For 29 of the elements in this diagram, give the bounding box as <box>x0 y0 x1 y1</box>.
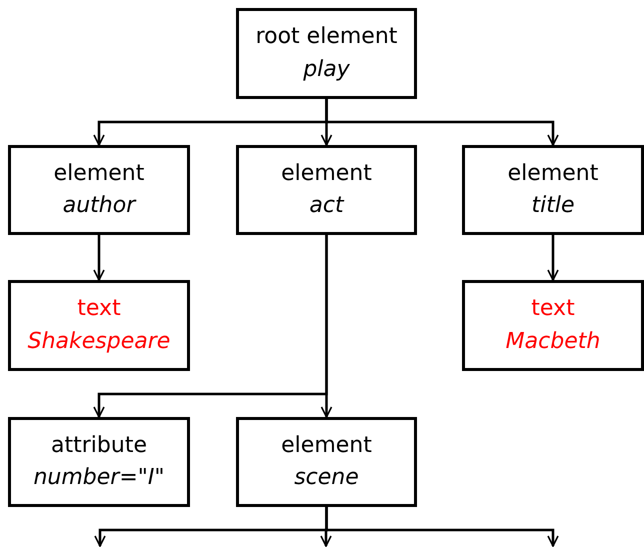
node-name-label: author <box>62 194 136 218</box>
node-name-label: number="I" <box>33 466 165 490</box>
node-type-label: element <box>281 434 372 458</box>
connector-arrow <box>325 99 559 146</box>
node-name-label: Macbeth <box>506 330 600 354</box>
element-box <box>8 280 190 371</box>
node-name-label: act <box>309 194 344 218</box>
element-box <box>462 280 644 371</box>
node-type-label: attribute <box>51 434 147 458</box>
node-type-label: text <box>77 297 121 322</box>
element-box <box>236 8 417 99</box>
element-box <box>236 145 417 235</box>
node-name-label: play <box>303 58 350 82</box>
element-box <box>236 417 417 507</box>
node-type-label: element <box>508 162 598 186</box>
node-type-label: element <box>281 162 372 186</box>
connector-arrow <box>325 507 559 547</box>
node-name-label: scene <box>294 466 359 490</box>
element-box <box>8 145 190 235</box>
element-box <box>462 145 644 235</box>
node-name-label: Shakespeare <box>28 330 170 354</box>
node-type-label: text <box>531 297 575 322</box>
node-type-label: root element <box>256 25 398 50</box>
node-name-label: title <box>531 194 574 218</box>
connector-arrow <box>547 235 559 281</box>
connector-arrow <box>93 235 105 281</box>
connector-arrow <box>320 235 332 418</box>
node-type-label: element <box>54 162 144 186</box>
element-box <box>8 417 190 507</box>
